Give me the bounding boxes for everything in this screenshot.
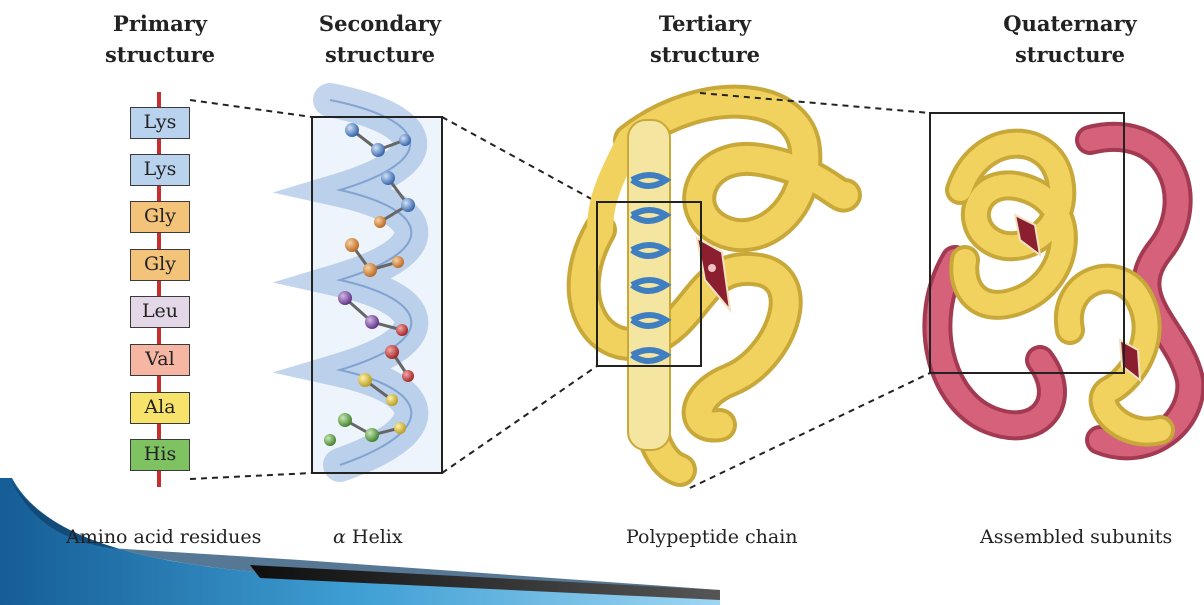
heading-quaternary-line2: structure [995,39,1145,70]
heading-secondary-line1: Secondary [305,8,455,39]
caption-primary: Amino acid residues [66,526,261,548]
caption-secondary: α Helix [333,526,403,548]
alpha-helix-illustration [312,100,442,473]
tertiary-chain-illustration [584,102,845,470]
residue-box: His [130,439,190,471]
heading-quaternary: Quaternary structure [995,8,1145,70]
heading-tertiary: Tertiary structure [635,8,775,70]
residue-box: Leu [130,296,190,328]
residue-box: Gly [130,249,190,281]
residue-box: Val [130,344,190,376]
caption-tertiary: Polypeptide chain [626,526,798,548]
heading-primary-line1: Primary [95,8,225,39]
caption-secondary-text: Helix [346,526,403,548]
quaternary-subunits-illustration [937,137,1190,445]
zoom-lines-primary-secondary [190,100,312,479]
heading-primary-line2: structure [95,39,225,70]
heading-quaternary-line1: Quaternary [995,8,1145,39]
heading-primary: Primary structure [95,8,225,70]
residue-box: Ala [130,392,190,424]
heading-tertiary-line1: Tertiary [635,8,775,39]
heading-secondary: Secondary structure [305,8,455,70]
residue-box: Gly [130,201,190,233]
heading-tertiary-line2: structure [635,39,775,70]
alpha-symbol: α [333,526,346,548]
residue-box: Lys [130,154,190,186]
residue-box: Lys [130,107,190,139]
heading-secondary-line2: structure [305,39,455,70]
caption-quaternary: Assembled subunits [980,526,1172,548]
